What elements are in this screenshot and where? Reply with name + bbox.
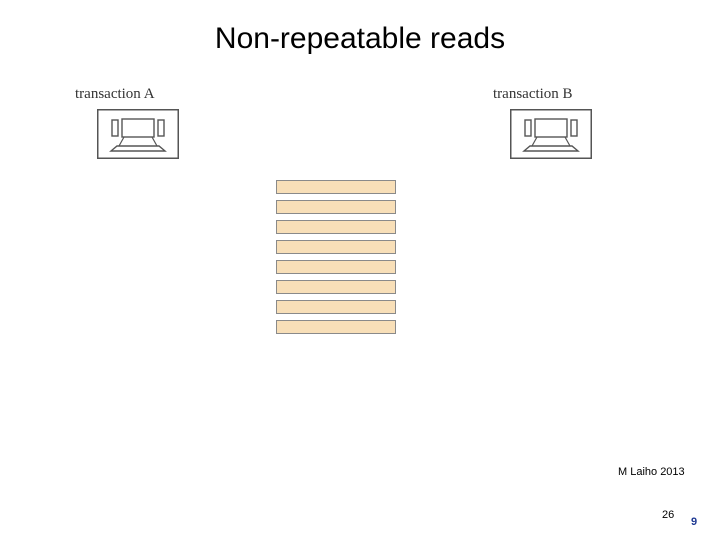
- slide-number: 9: [691, 516, 698, 528]
- page-number: 26: [662, 509, 675, 521]
- table-row: [276, 180, 396, 194]
- table-row: [276, 300, 396, 314]
- table-row: [276, 220, 396, 234]
- transaction-a-label: transaction A: [75, 86, 155, 102]
- table-row: [276, 320, 396, 334]
- transaction-b-label: transaction B: [493, 86, 573, 102]
- table-row: [276, 200, 396, 214]
- table-row: [276, 280, 396, 294]
- computer-terminal-icon: [97, 109, 179, 159]
- computer-terminal-icon: [510, 109, 592, 159]
- author-credit: M Laiho 2013: [618, 466, 685, 478]
- table-row: [276, 240, 396, 254]
- table-row: [276, 260, 396, 274]
- slide-title: Non-repeatable reads: [214, 22, 506, 55]
- database-table-rows: [276, 180, 398, 340]
